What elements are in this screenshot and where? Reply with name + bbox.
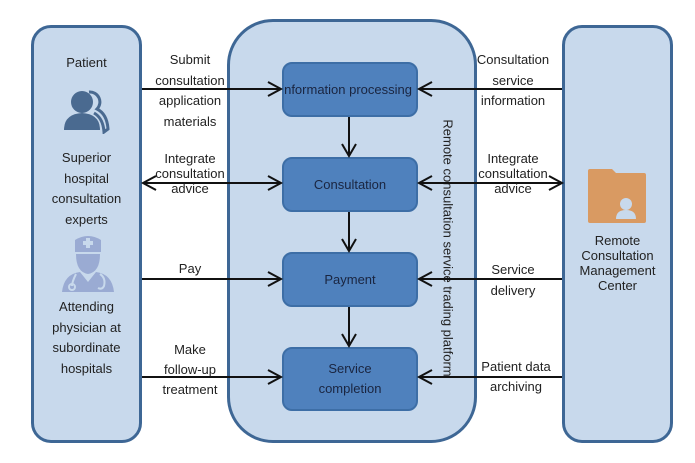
flow-label-data-archiving: Patient data archiving — [481, 359, 551, 394]
flow-label-integrate-right: Integrate consultation advice — [478, 151, 548, 196]
step-consultation: Consultation — [282, 157, 418, 212]
management-center-label: Remote Consultation Management Center — [579, 233, 656, 293]
step-payment: Payment — [282, 252, 418, 307]
folder-user-icon — [588, 169, 646, 223]
actor-experts-label: Superior hospital consultation experts — [51, 150, 122, 227]
doctor-icon — [62, 236, 114, 292]
flow-label-submit: Submit consultation application material… — [155, 52, 225, 129]
flow-label-follow-up: Make follow-up treatment — [162, 342, 218, 397]
actor-physician-label: Attending physician at subordinate hospi… — [52, 299, 121, 376]
flow-label-integrate-left: Integrate consultation advice — [155, 151, 225, 196]
flow-label-service-delivery: Service delivery — [490, 262, 536, 298]
actor-patient-label: Patient — [66, 55, 107, 70]
step-information-processing: nformation processing — [282, 62, 418, 117]
patient-icon — [64, 90, 110, 134]
management-center-panel — [562, 25, 673, 443]
step-service-completion: Service completion — [282, 347, 418, 411]
flow-label-service-info: Consultation service information — [476, 52, 550, 108]
flow-label-pay: Pay — [178, 261, 202, 276]
